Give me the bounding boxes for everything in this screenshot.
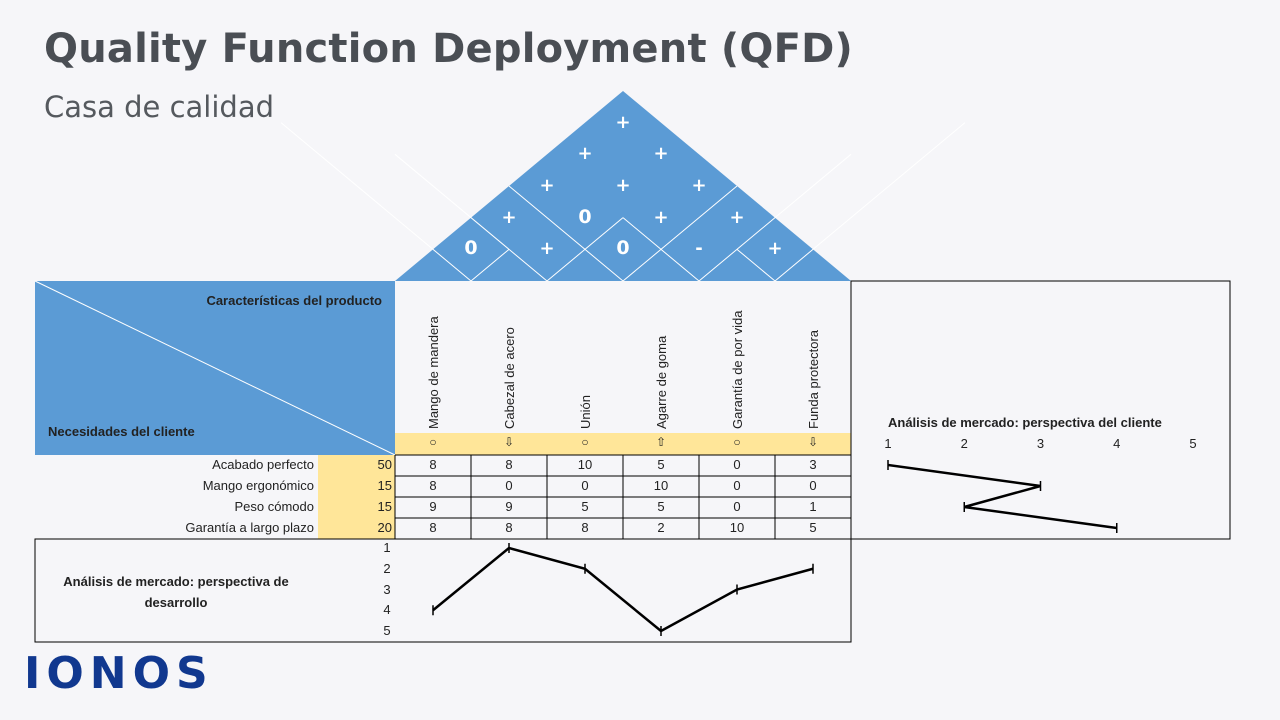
relationship-value: 8 bbox=[505, 457, 513, 472]
relationship-value: 10 bbox=[729, 520, 745, 535]
roof-symbol: + bbox=[615, 175, 631, 196]
roof-symbol: + bbox=[615, 111, 631, 133]
customer-scale-tick-label: 2 bbox=[960, 436, 968, 451]
relationship-value: 5 bbox=[809, 520, 817, 535]
development-scale-tick-label: 5 bbox=[383, 623, 391, 638]
roof-symbol: 0 bbox=[464, 237, 478, 260]
weight-strip bbox=[318, 455, 395, 539]
roof-gridline bbox=[622, 185, 738, 282]
customer-scale-tick-label: 3 bbox=[1036, 436, 1045, 451]
characteristic-label: Agarre de goma bbox=[654, 335, 669, 429]
relationship-value: 5 bbox=[657, 457, 665, 472]
relationship-value: 0 bbox=[733, 457, 741, 472]
customer-analysis-line bbox=[887, 463, 1117, 530]
relationship-value: 5 bbox=[581, 499, 589, 514]
roof-symbol: + bbox=[729, 206, 745, 228]
roof-symbol: + bbox=[767, 238, 783, 260]
need-weight: 15 bbox=[377, 499, 392, 514]
customer-need-label: Mango ergonómico bbox=[202, 478, 314, 493]
characteristic-label: Funda protectora bbox=[806, 329, 821, 429]
development-analysis-box bbox=[34, 538, 852, 643]
characteristic-label: Garantía de por vida bbox=[730, 310, 745, 429]
relationship-value: 9 bbox=[429, 499, 437, 514]
relationship-value: 8 bbox=[505, 520, 513, 535]
characteristic-label: Mango de mandera bbox=[426, 316, 441, 429]
relationship-value: 8 bbox=[429, 478, 437, 493]
roof-gridline bbox=[280, 122, 472, 282]
characteristic-label: Cabezal de acero bbox=[502, 327, 517, 429]
corner-bottom-label: Necesidades del cliente bbox=[48, 424, 195, 439]
page-subtitle: Casa de calidad bbox=[44, 90, 275, 124]
relationship-value: 10 bbox=[577, 457, 593, 472]
relationship-value: 0 bbox=[505, 478, 513, 493]
roof-symbol: 0 bbox=[578, 205, 592, 228]
direction-symbol: ○ bbox=[733, 435, 741, 449]
corner-diagonal bbox=[34, 280, 396, 456]
roof-gridline bbox=[774, 122, 966, 282]
relationship-value: 8 bbox=[429, 457, 437, 472]
direction-symbol: ⇩ bbox=[807, 435, 819, 449]
direction-strip bbox=[395, 433, 851, 455]
customer-scale-tick-label: 4 bbox=[1113, 436, 1121, 451]
roof-symbol: + bbox=[653, 143, 669, 165]
customer-scale-tick-label: 1 bbox=[884, 436, 892, 451]
roof-triangle bbox=[395, 91, 851, 281]
roof-gridline bbox=[622, 217, 700, 282]
relationship-value: 8 bbox=[429, 520, 437, 535]
direction-symbol: ⇩ bbox=[503, 435, 515, 449]
development-analysis-title: Análisis de mercado: perspectiva de desa… bbox=[63, 574, 289, 610]
customer-need-label: Peso cómodo bbox=[234, 499, 315, 514]
roof-symbol: + bbox=[577, 143, 593, 165]
roof-symbol: + bbox=[539, 238, 555, 260]
customer-need-label: Garantía a largo plazo bbox=[185, 520, 314, 535]
direction-symbol: ○ bbox=[429, 435, 437, 449]
customer-analysis-title: Análisis de mercado: perspectiva del cli… bbox=[888, 415, 1162, 430]
relationship-value: 0 bbox=[581, 478, 589, 493]
development-scale-tick-label: 3 bbox=[383, 581, 391, 597]
roof-symbol: 0 bbox=[616, 237, 630, 260]
development-scale-tick-label: 2 bbox=[383, 560, 391, 576]
roof-symbol: - bbox=[695, 238, 703, 260]
page-title: Quality Function Deployment (QFD) bbox=[44, 26, 853, 72]
roof-symbol: + bbox=[501, 206, 517, 228]
need-weight: 15 bbox=[377, 478, 392, 493]
relationship-value: 2 bbox=[657, 520, 665, 535]
direction-symbol: ⇧ bbox=[655, 435, 667, 449]
roof-symbol: + bbox=[539, 175, 555, 196]
development-analysis-line bbox=[432, 546, 814, 633]
roof-gridline bbox=[698, 153, 852, 282]
relationship-value: 9 bbox=[505, 499, 513, 514]
development-scale-tick-label: 1 bbox=[383, 540, 391, 555]
customer-need-label: Acabado perfecto bbox=[212, 457, 314, 472]
customer-analysis-box bbox=[850, 280, 1231, 540]
corner-top-label: Características del producto bbox=[206, 293, 382, 308]
roof-gridline bbox=[394, 153, 548, 282]
need-weight: 50 bbox=[377, 457, 392, 472]
relationship-value: 5 bbox=[657, 499, 665, 514]
relationship-value: 0 bbox=[809, 478, 817, 493]
development-scale-tick-label: 4 bbox=[383, 602, 391, 618]
need-weight: 20 bbox=[377, 520, 392, 535]
roof-gridline bbox=[736, 248, 776, 282]
relationship-value: 10 bbox=[653, 478, 669, 493]
ionos-logo: IONOS bbox=[24, 648, 214, 699]
roof-symbol: + bbox=[653, 206, 669, 228]
relationship-value: 8 bbox=[581, 520, 589, 535]
direction-symbol: ○ bbox=[581, 435, 589, 449]
relationship-value: 3 bbox=[809, 457, 817, 472]
customer-scale-tick-label: 5 bbox=[1189, 436, 1197, 451]
roof-gridline bbox=[470, 248, 510, 282]
relationship-value: 0 bbox=[733, 499, 741, 514]
roof-symbol: + bbox=[691, 175, 707, 196]
characteristic-label: Unión bbox=[578, 395, 593, 429]
roof-gridline bbox=[508, 185, 624, 282]
relationship-value: 0 bbox=[733, 478, 741, 493]
relationship-value: 1 bbox=[809, 499, 817, 514]
